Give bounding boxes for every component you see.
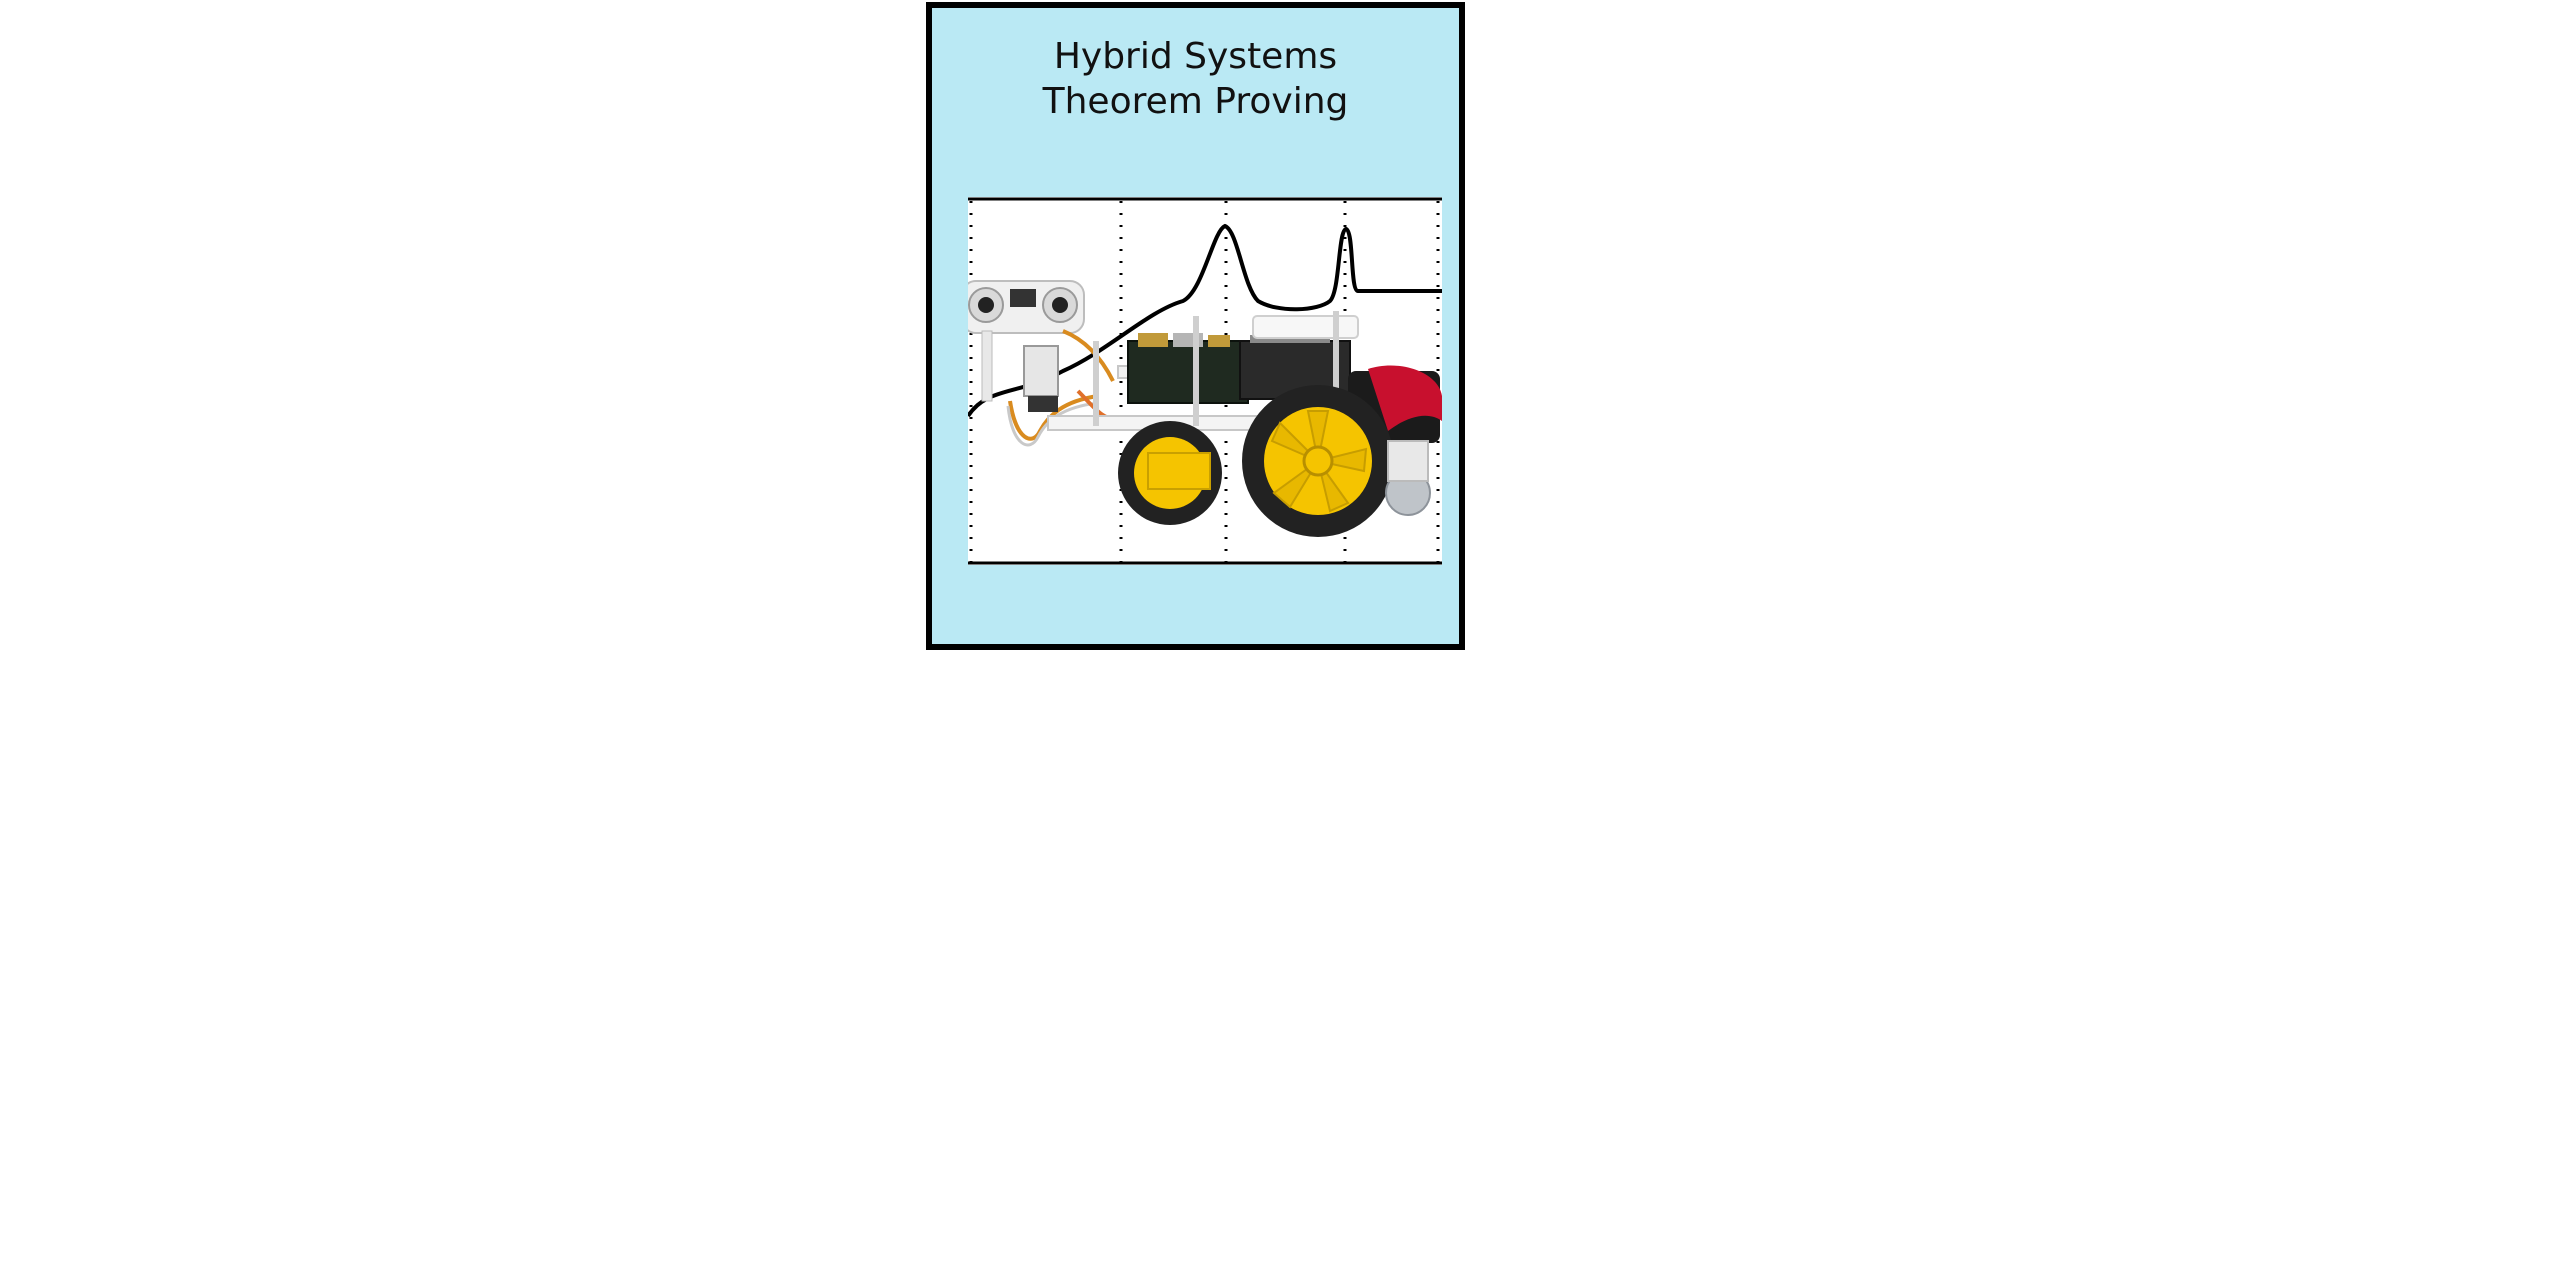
poster-card: Hybrid Systems Theorem Proving [926, 2, 1465, 650]
front-wheel [1242, 385, 1394, 537]
robot-figure [968, 191, 1442, 565]
circuit-board [1127, 340, 1249, 404]
poster-title: Hybrid Systems Theorem Proving [932, 34, 1459, 124]
title-line-1: Hybrid Systems [1053, 36, 1338, 77]
robot-illustration [968, 197, 1442, 565]
rear-wheel [1118, 421, 1222, 525]
title-line-2: Theorem Proving [1042, 81, 1349, 122]
ultrasonic-sensor [968, 280, 1085, 402]
signal-curve [968, 223, 1442, 418]
robot-car [968, 280, 1442, 537]
